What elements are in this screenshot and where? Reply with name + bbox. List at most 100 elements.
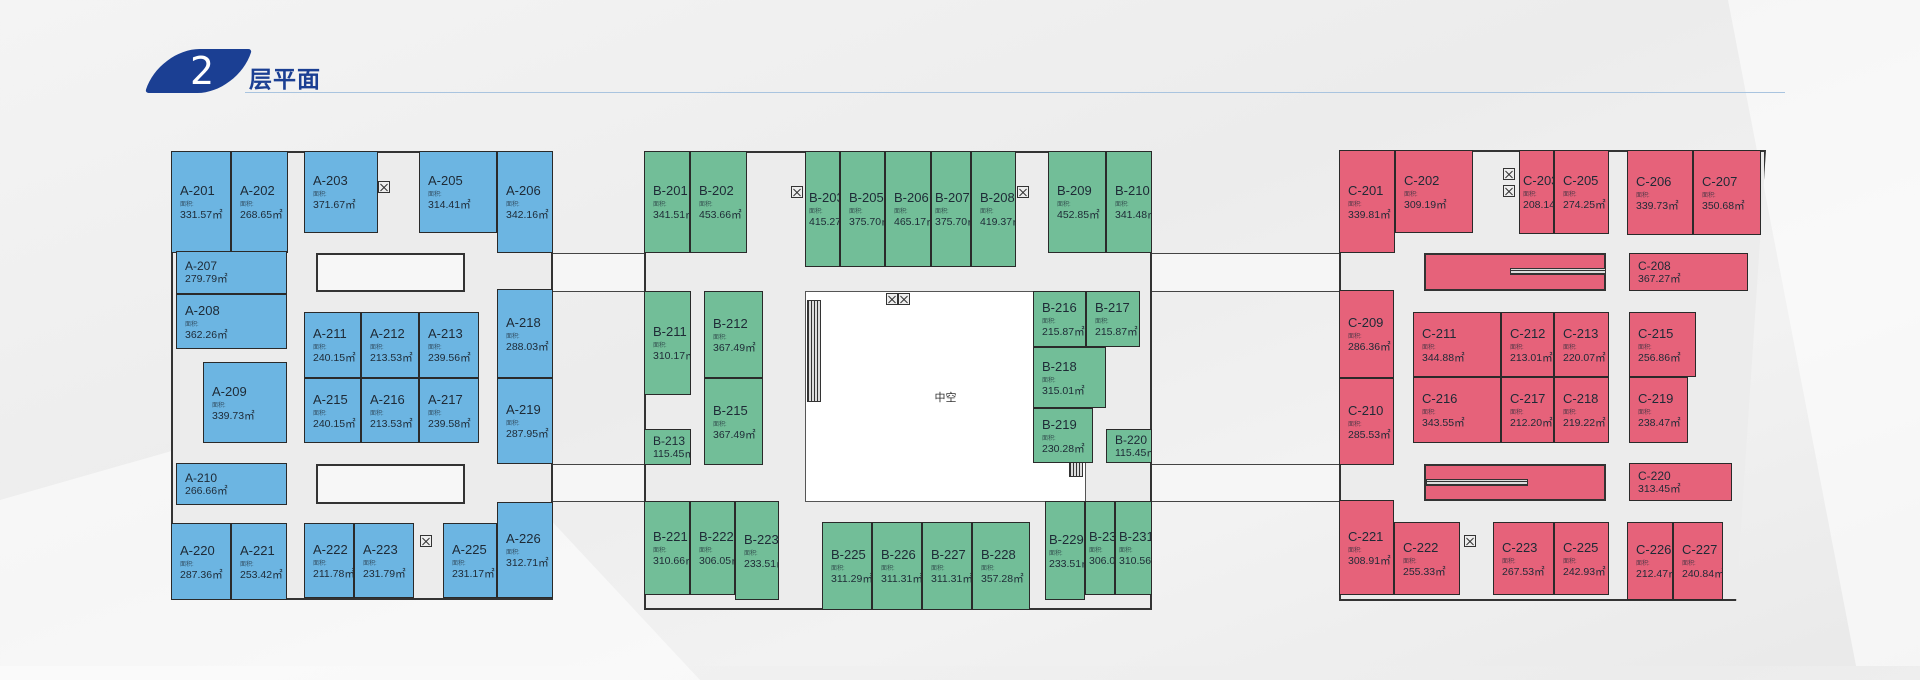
- room-b-230[interactable]: B-230面积:306.04㎡: [1085, 501, 1115, 595]
- room-area: 311.29㎡: [831, 573, 872, 585]
- area-label: 面积:: [1702, 192, 1716, 199]
- room-area: 285.53㎡: [1348, 428, 1391, 441]
- area-label: 面积:: [1636, 192, 1650, 199]
- area-label: 面积:: [240, 202, 254, 208]
- room-area: 212.47㎡: [1636, 568, 1672, 580]
- room-id: C-215: [1638, 325, 1674, 341]
- room-area: 286.36㎡: [1348, 341, 1391, 353]
- escalator-icon: [1426, 479, 1528, 486]
- room-area: 287.36㎡: [180, 568, 223, 581]
- room-area: 343.55㎡: [1422, 417, 1465, 429]
- room-id: A-203: [313, 173, 348, 188]
- room-area: 274.25㎡: [1563, 199, 1606, 211]
- room-id: A-216: [370, 391, 405, 407]
- room-id: B-208: [980, 190, 1015, 205]
- room-area: 240.15㎡: [313, 352, 356, 364]
- room-area: 339.73㎡: [1636, 199, 1679, 212]
- room-area: 215.87㎡: [1095, 326, 1138, 338]
- room-area: 357.28㎡: [981, 573, 1024, 585]
- room-id: B-211: [653, 324, 687, 339]
- room-area: 314.41㎡: [428, 199, 471, 211]
- area-label: 面积:: [981, 566, 995, 572]
- room-id: A-223: [363, 541, 398, 557]
- area-label: 面积:: [1563, 344, 1577, 351]
- elevator-icon: [420, 535, 432, 547]
